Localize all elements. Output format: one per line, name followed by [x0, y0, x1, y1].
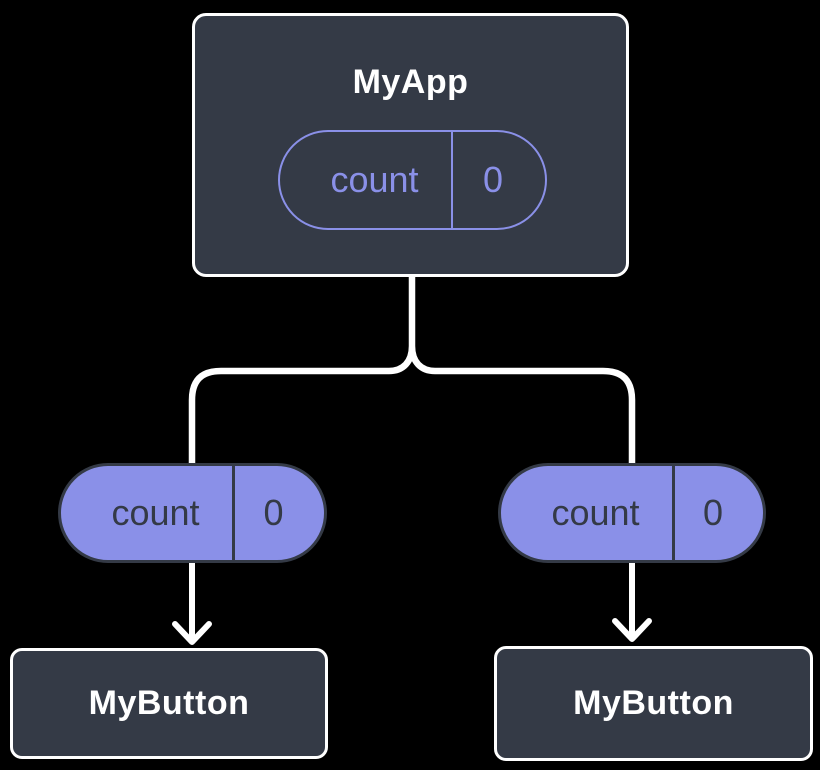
- myapp-node-title: MyApp: [352, 63, 469, 101]
- mybutton-right-title: MyButton: [573, 684, 734, 722]
- left-arrow-down-icon: [172, 621, 212, 645]
- right-prop-pill-value: 0: [672, 466, 763, 560]
- right-arrow-down-icon: [612, 618, 652, 642]
- state-pill-name: count: [330, 159, 419, 200]
- mybutton-node-left: MyButton: [10, 648, 328, 759]
- tree-fork-connector: [188, 273, 636, 468]
- right-prop-pill: count 0: [498, 463, 766, 563]
- state-pill-value: 0: [451, 132, 545, 228]
- right-prop-pill-name: count: [551, 492, 640, 533]
- mybutton-left-title: MyButton: [88, 684, 250, 722]
- myapp-node: MyApp count 0: [192, 13, 629, 277]
- mybutton-node-right: MyButton: [494, 646, 813, 761]
- myapp-state-pill: count 0: [278, 130, 547, 230]
- left-prop-pill: count 0: [58, 463, 327, 563]
- left-prop-pill-name: count: [111, 492, 200, 533]
- left-prop-pill-value: 0: [232, 466, 324, 560]
